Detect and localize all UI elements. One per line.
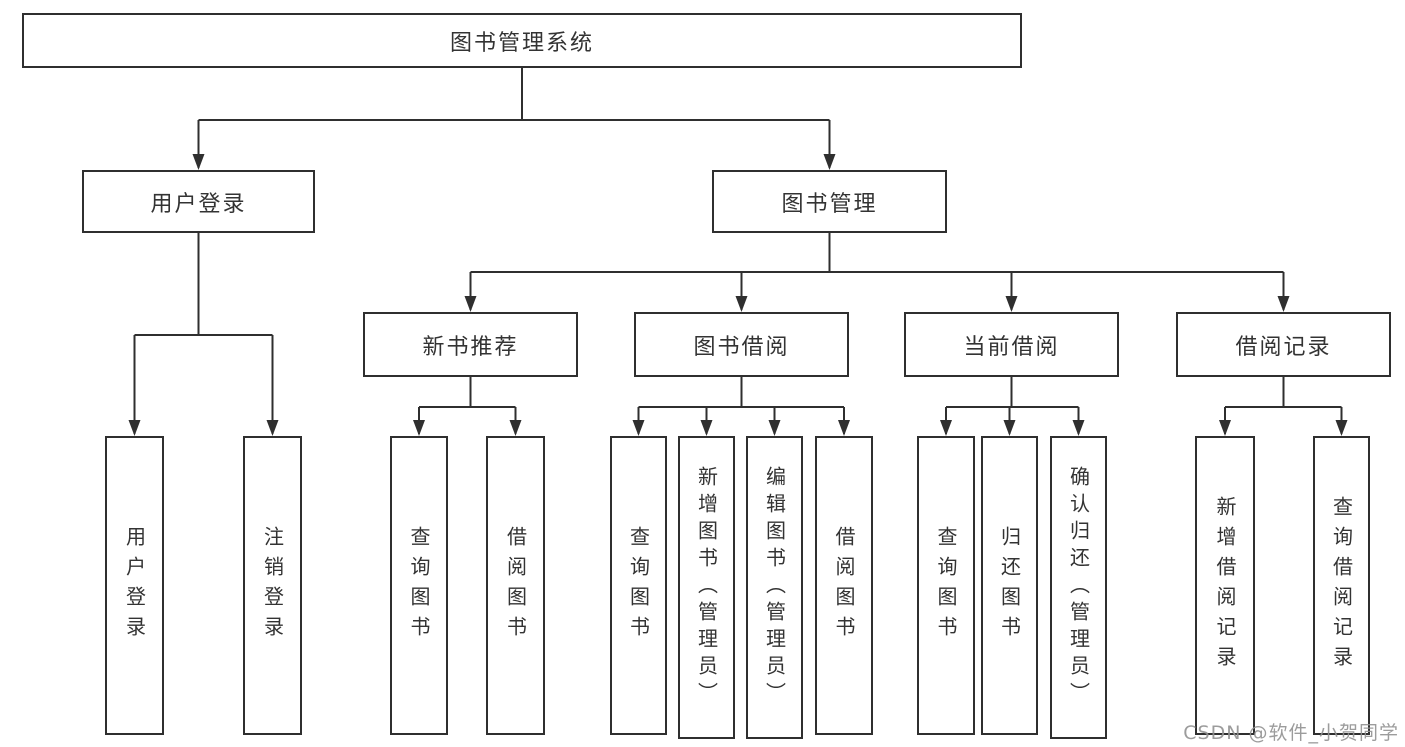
node-current-borrow: 当前借阅 — [904, 312, 1119, 377]
leaf-borrow-books-recommend: 借阅图书 — [486, 436, 545, 735]
csdn-watermark: CSDN @软件_小贺同学 — [1183, 722, 1399, 744]
node-root-system-label: 图书管理系统 — [449, 30, 594, 56]
leaf-add-borrow-record: 新增借阅记录 — [1195, 436, 1255, 735]
leaf-logout: 注销登录 — [243, 436, 302, 735]
leaf-query-borrow-record: 查询借阅记录 — [1313, 436, 1370, 735]
node-book-management: 图书管理 — [712, 170, 947, 233]
node-borrow-records-label: 借阅记录 — [1235, 334, 1332, 360]
node-new-book-recommend-label: 新书推荐 — [422, 334, 519, 360]
node-book-borrow: 图书借阅 — [634, 312, 849, 377]
leaf-query-books-borrow: 查询图书 — [610, 436, 667, 735]
leaf-add-books-admin: 新增图书（管理员） — [678, 436, 735, 739]
node-user-login: 用户登录 — [82, 170, 315, 233]
leaf-borrow-books: 借阅图书 — [815, 436, 873, 735]
node-current-borrow-label: 当前借阅 — [963, 334, 1060, 360]
node-borrow-records: 借阅记录 — [1176, 312, 1391, 377]
leaf-user-login: 用户登录 — [105, 436, 164, 735]
leaf-return-books: 归还图书 — [981, 436, 1038, 735]
node-root-system: 图书管理系统 — [22, 13, 1022, 68]
node-user-login-label: 用户登录 — [150, 191, 247, 217]
leaf-confirm-return-admin: 确认归还（管理员） — [1050, 436, 1107, 739]
node-new-book-recommend: 新书推荐 — [363, 312, 578, 377]
node-book-management-label: 图书管理 — [781, 191, 878, 217]
leaf-edit-books-admin: 编辑图书（管理员） — [746, 436, 803, 739]
node-book-borrow-label: 图书借阅 — [693, 334, 790, 360]
leaf-query-books-recommend: 查询图书 — [390, 436, 448, 735]
leaf-query-books-current: 查询图书 — [917, 436, 975, 735]
